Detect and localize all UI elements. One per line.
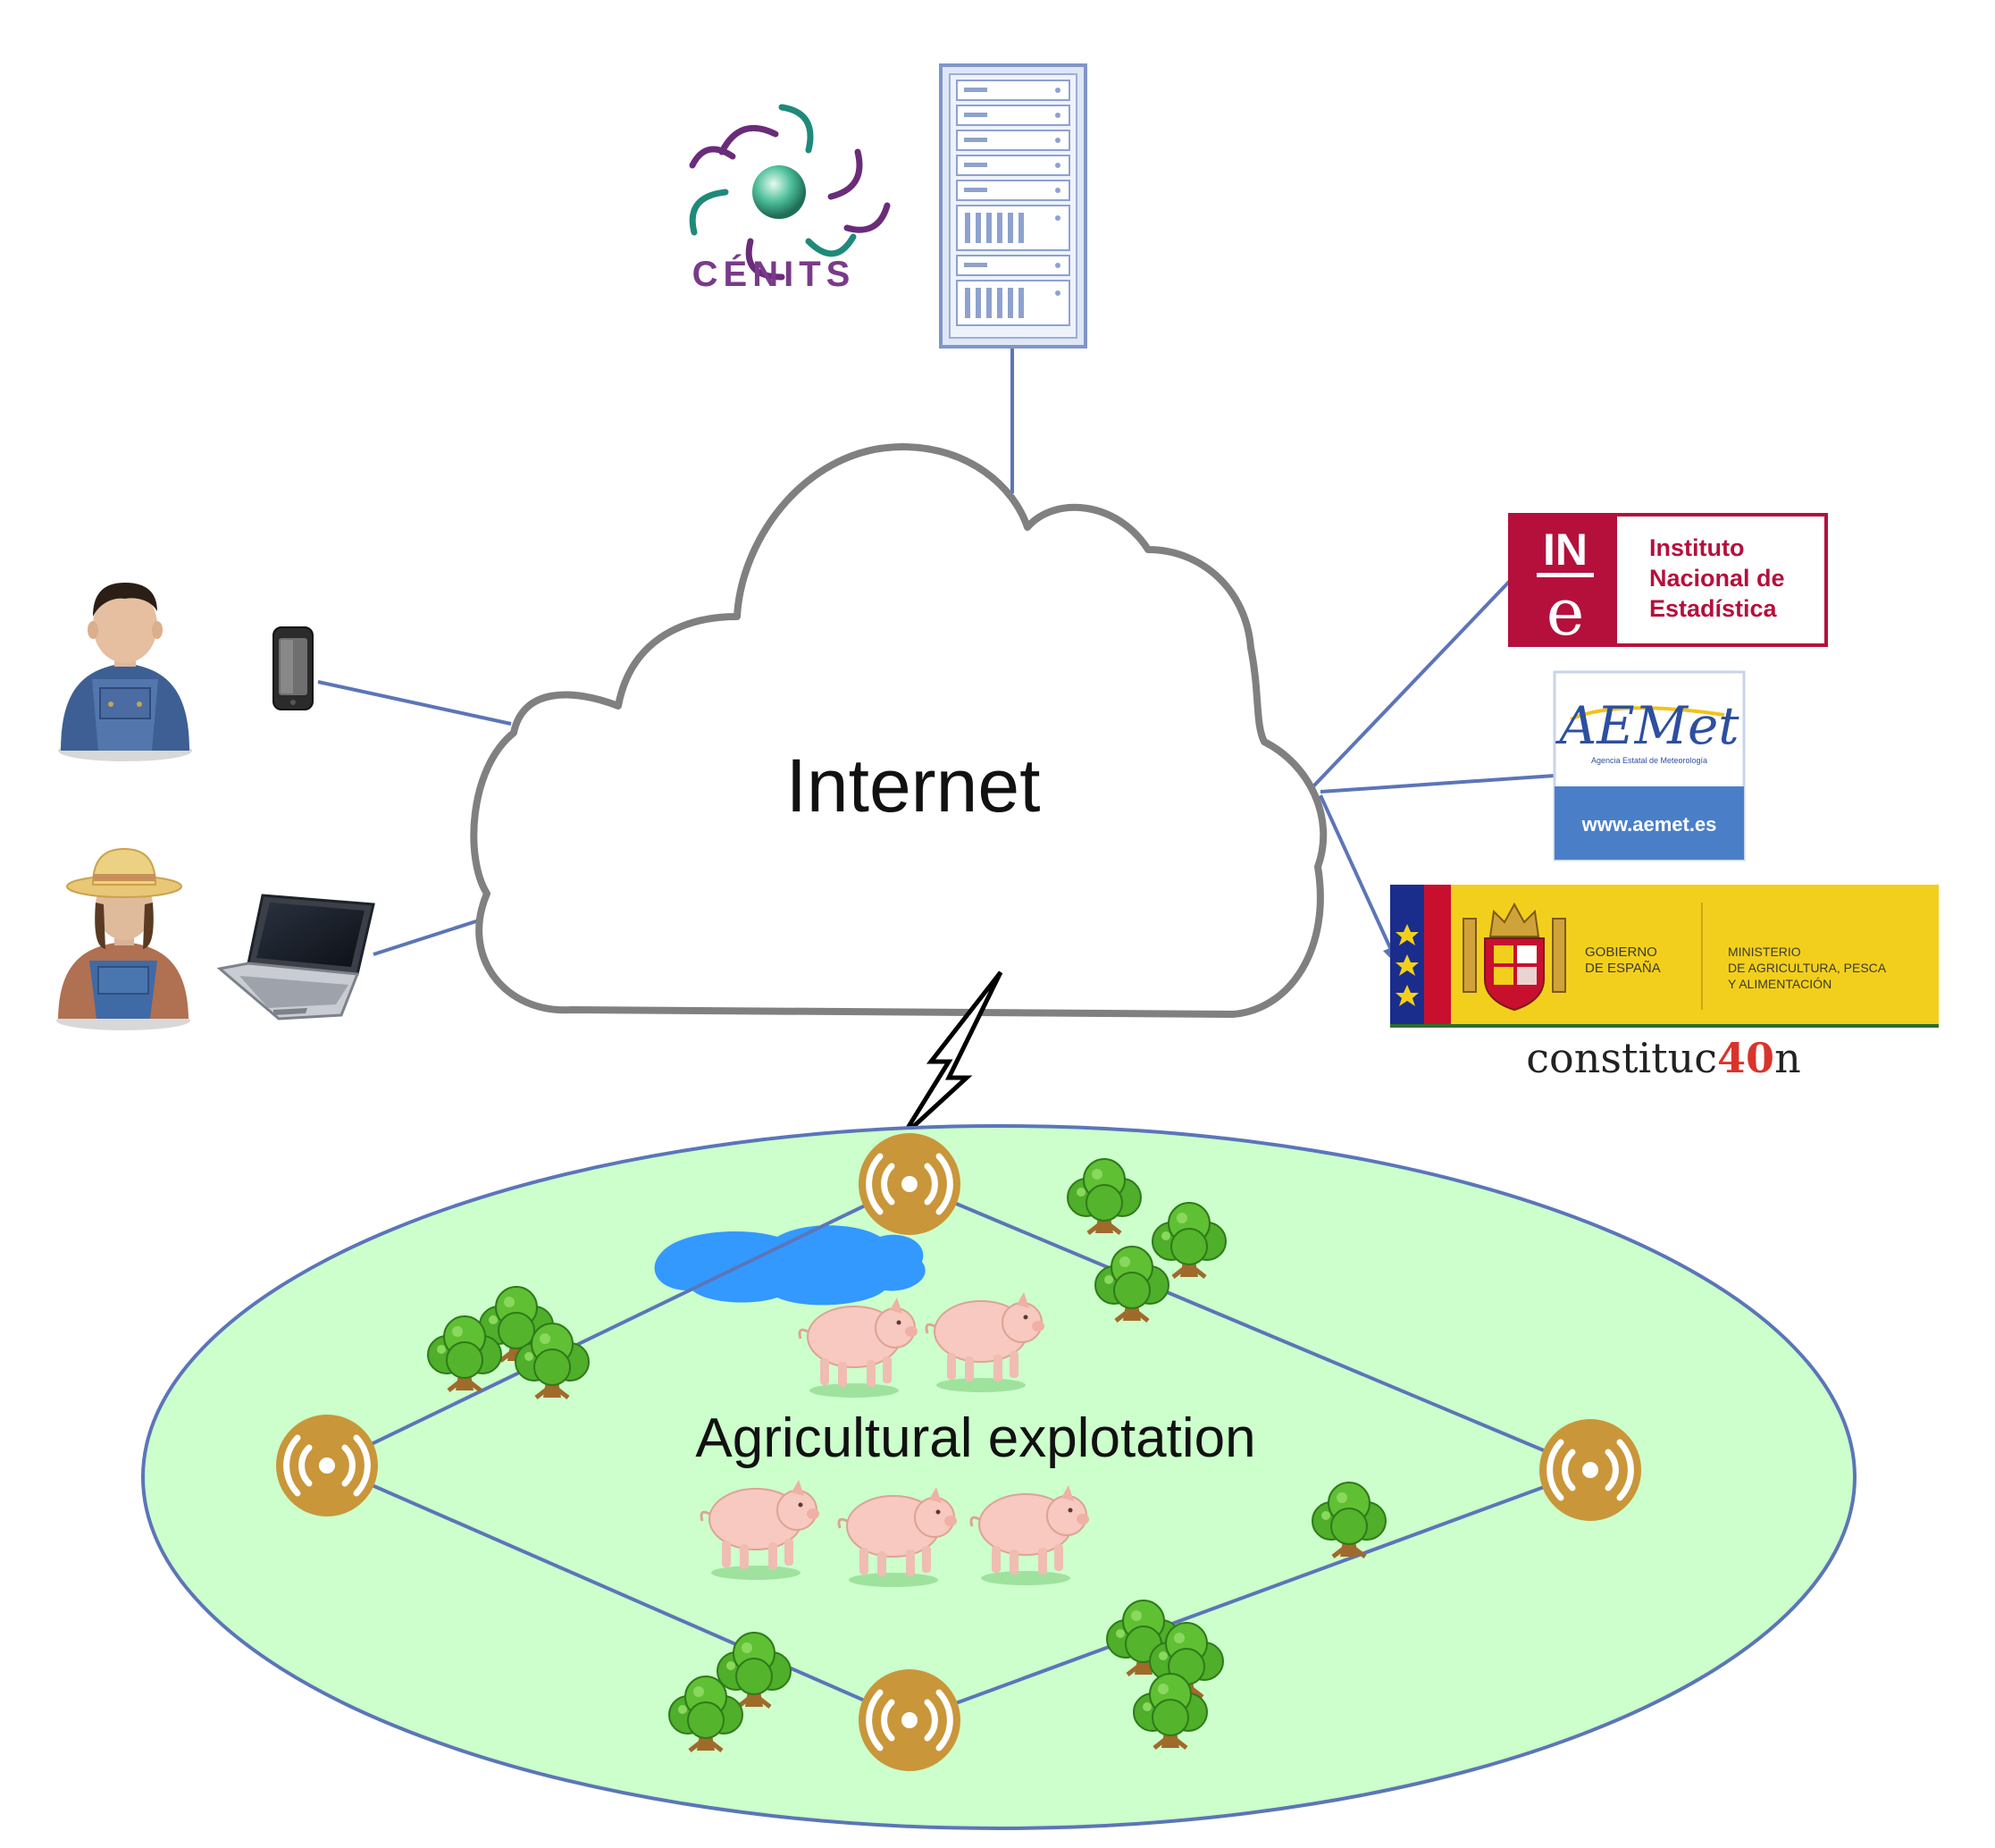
- coat-of-arms-icon: [1463, 902, 1566, 1012]
- internet-cloud: Internet: [470, 443, 1328, 1018]
- constitucion-logo: constituc40n: [1526, 1034, 1800, 1082]
- constitucion-prefix: constituc: [1526, 1034, 1717, 1082]
- ine-name-line1: Instituto: [1649, 534, 1744, 561]
- ine-name-line2: Nacional de: [1649, 565, 1785, 592]
- aemet-logo: AEMet Agencia Estatal de Meteorología ww…: [1553, 670, 1746, 861]
- cloud-to-ine-link: [1312, 579, 1512, 788]
- pond-icon: [654, 1225, 926, 1306]
- cloud-to-gobierno-link: [1319, 794, 1394, 953]
- cloud-label: Internet: [786, 743, 1041, 827]
- network-links: [317, 347, 1555, 956]
- ine-logo: IN e Instituto Nacional de Estadística: [1508, 513, 1828, 650]
- laptop-icon: [216, 894, 375, 1021]
- aemet-tagline: Agencia Estatal de Meteorología: [1591, 756, 1707, 765]
- ine-mark-top: IN: [1543, 525, 1588, 575]
- field-label: Agricultural explotation: [695, 1407, 1255, 1469]
- aemet-wordmark: AEMet: [1555, 695, 1739, 756]
- wireless-sensor-icon: [276, 1415, 378, 1516]
- cenits-wordmark: CÉNITS: [692, 254, 856, 294]
- svg-text:constituc40n: constituc40n: [1526, 1034, 1800, 1082]
- ine-name-line3: Estadística: [1649, 595, 1778, 622]
- aemet-url: www.aemet.es: [1581, 813, 1717, 836]
- sensor-mesh-links: [326, 1182, 1591, 1722]
- cenits-orb-icon: [752, 165, 806, 219]
- ministerio-line2: DE AGRICULTURA, PESCA: [1728, 961, 1887, 975]
- gobierno-line1: GOBIERNO: [1585, 945, 1657, 960]
- server-rack-icon: [939, 63, 1087, 349]
- ministerio-line3: Y ALIMENTACIÓN: [1728, 977, 1832, 991]
- constitucion-suffix: n: [1774, 1034, 1801, 1082]
- gobierno-ministerio-logo: GOBIERNO DE ESPAÑA MINISTERIO DE AGRICUL…: [1390, 885, 1939, 1028]
- cenits-logo: CÉNITS: [689, 104, 891, 294]
- field-ellipse: [141, 1124, 1857, 1830]
- mobile-phone-icon: [272, 626, 314, 710]
- ministerio-line1: MINISTERIO: [1728, 945, 1801, 959]
- phone-to-cloud-link: [317, 680, 512, 726]
- laptop-to-cloud-link: [373, 919, 480, 956]
- farmer-man-icon: [58, 583, 192, 761]
- cloud-shape: [470, 443, 1328, 1018]
- constitucion-digits: 40: [1717, 1034, 1774, 1082]
- farmer-woman-icon: [56, 847, 190, 1030]
- wireless-sensor-icon: [859, 1669, 960, 1771]
- wireless-sensor-icon: [859, 1133, 960, 1235]
- gobierno-line2: DE ESPAÑA: [1585, 961, 1661, 976]
- agricultural-field: Agricultural explotation: [141, 1124, 1857, 1830]
- cloud-to-aemet-link: [1320, 774, 1555, 794]
- eu-stars: [1396, 924, 1419, 1006]
- ine-mark-bottom: e: [1547, 575, 1585, 650]
- wireless-sensor-icon: [1539, 1419, 1641, 1521]
